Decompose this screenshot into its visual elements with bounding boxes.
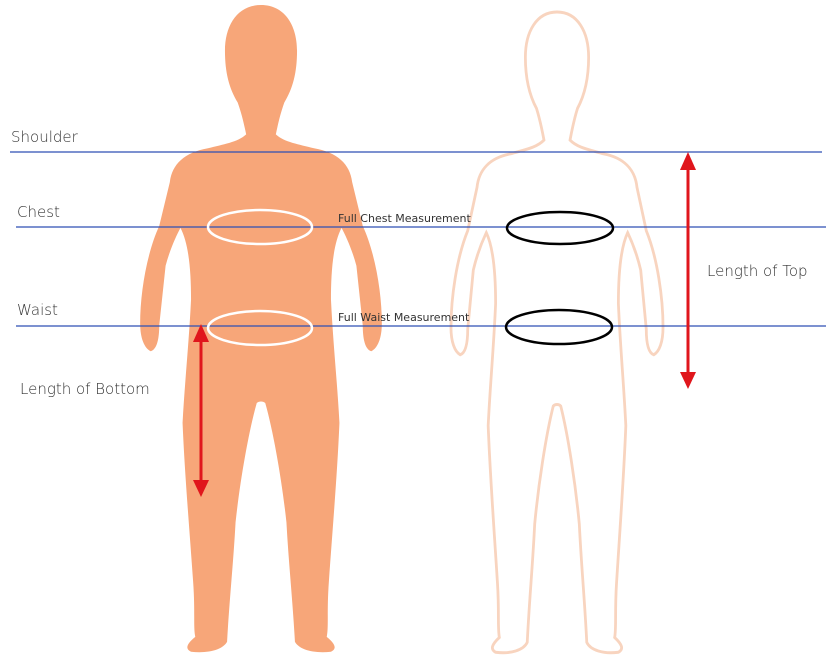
full-waist-measurement-label: Full Waist Measurement (338, 311, 469, 324)
waist-label: Waist (17, 301, 58, 319)
length-of-top-arrow (680, 152, 696, 389)
filled-child-figure (140, 5, 382, 652)
shoulder-label: Shoulder (11, 128, 78, 146)
length-of-bottom-label: Length of Bottom (20, 380, 150, 398)
outline-child-figure (451, 12, 663, 653)
length-of-top-label: Length of Top (707, 262, 808, 280)
full-chest-measurement-label: Full Chest Measurement (338, 212, 471, 225)
chest-label: Chest (17, 203, 60, 221)
